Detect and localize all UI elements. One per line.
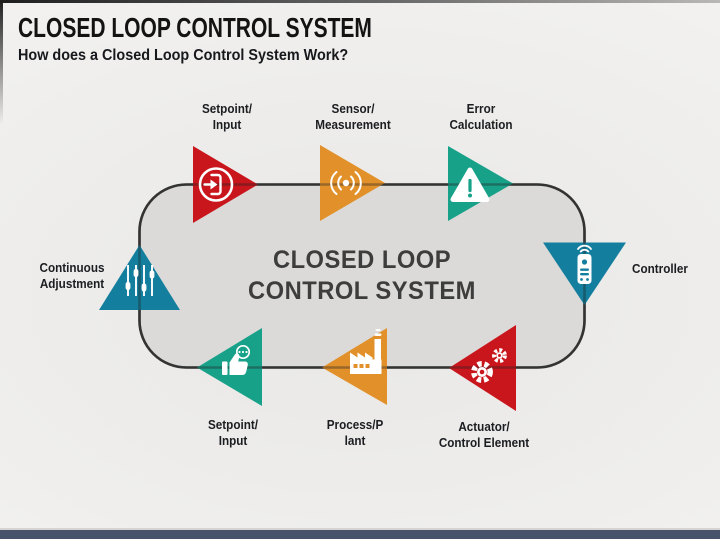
footer-divider-line bbox=[0, 528, 720, 530]
label-line: Calculation bbox=[449, 117, 513, 132]
signal-icon bbox=[330, 171, 362, 195]
left-edge-line bbox=[0, 0, 3, 125]
page-subtitle: How does a Closed Loop Control System Wo… bbox=[18, 47, 349, 64]
label-line: Error bbox=[466, 101, 496, 116]
label-actuator-control-element: Actuator/ Control Element bbox=[430, 419, 538, 451]
feedback-icon bbox=[222, 344, 251, 376]
top-edge-line bbox=[0, 0, 720, 3]
label-line: Controller bbox=[632, 261, 688, 276]
triangle-continuous-adjustment bbox=[99, 245, 180, 310]
label-line: Adjustment bbox=[39, 276, 105, 291]
label-controller: Controller bbox=[632, 261, 720, 277]
triangle-setpoint-input-top bbox=[193, 146, 258, 223]
label-line: Continuous bbox=[39, 260, 105, 275]
remote-icon bbox=[577, 244, 592, 284]
label-line: Setpoint/ bbox=[201, 101, 253, 116]
label-continuous-adjustment: Continuous Adjustment bbox=[23, 260, 122, 292]
warning-icon bbox=[450, 167, 490, 202]
label-line: Measurement bbox=[315, 117, 391, 132]
label-setpoint-input-top: Setpoint/ Input bbox=[173, 101, 281, 133]
label-line: Actuator/ bbox=[458, 419, 510, 434]
login-icon bbox=[198, 167, 234, 202]
label-sensor-measurement: Sensor/ Measurement bbox=[299, 101, 407, 133]
label-line: Process/P bbox=[326, 417, 384, 432]
label-setpoint-input-bottom: Setpoint/ Input bbox=[179, 417, 287, 449]
label-line: Input bbox=[212, 117, 242, 132]
gears-icon bbox=[471, 348, 507, 383]
diagram-center-title-line2: CONTROL SYSTEM bbox=[248, 277, 476, 305]
footer-bar bbox=[0, 530, 720, 539]
label-process-plant: Process/P lant bbox=[301, 417, 409, 449]
sliders-icon bbox=[125, 265, 155, 296]
label-error-calculation: Error Calculation bbox=[427, 101, 535, 133]
factory-icon bbox=[350, 329, 382, 374]
label-line: Input bbox=[218, 433, 248, 448]
diagram-center-title: CLOSED LOOP CONTROL SYSTEM bbox=[248, 245, 476, 307]
triangle-sensor-measurement bbox=[320, 145, 385, 221]
label-line: Sensor/ bbox=[331, 101, 375, 116]
page-title: CLOSED LOOP CONTROL SYSTEM bbox=[18, 12, 372, 43]
label-line: Control Element bbox=[438, 435, 530, 450]
diagram-center-title-line1: CLOSED LOOP bbox=[272, 246, 452, 274]
label-line: lant bbox=[344, 433, 366, 448]
label-line: Setpoint/ bbox=[207, 417, 259, 432]
